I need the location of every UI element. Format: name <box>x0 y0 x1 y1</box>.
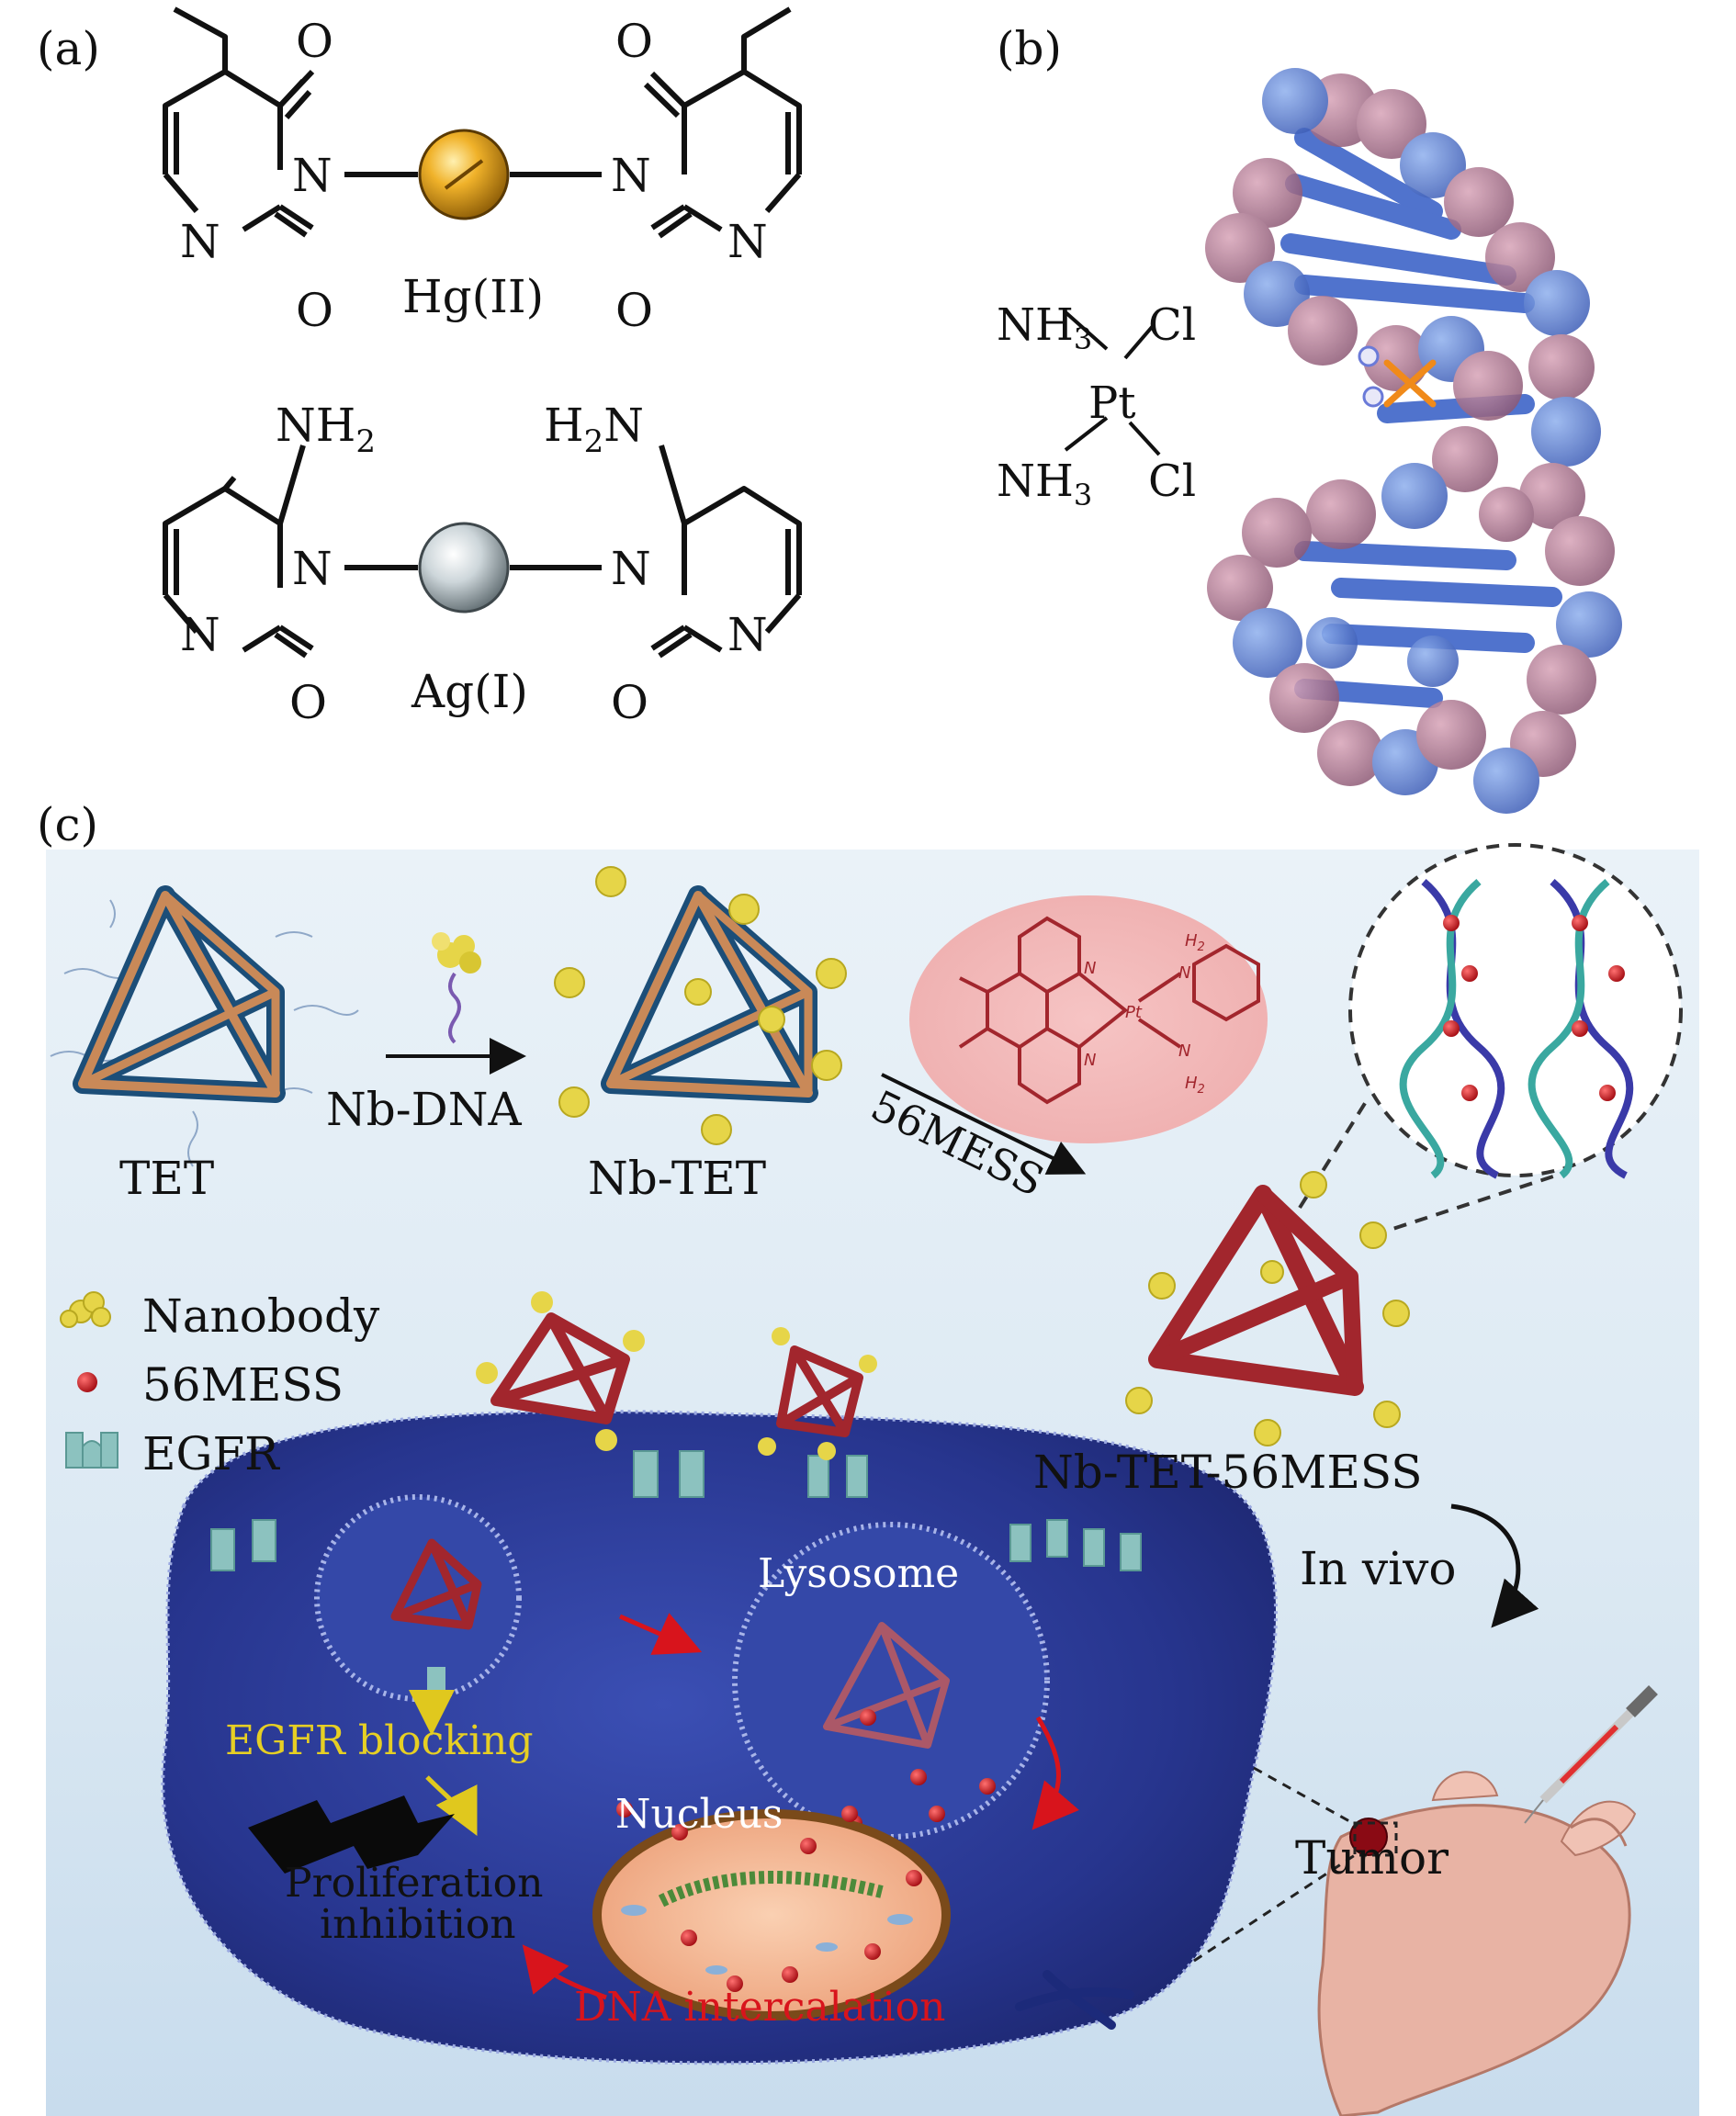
ag-metal-label: Ag(I) <box>411 665 528 718</box>
cisplatin-nh3-top: NH3 <box>997 299 1092 356</box>
cisplatin-nh3-bottom: NH3 <box>997 456 1092 512</box>
cisplatin-structure: NH3 NH3 Cl Cl Pt <box>997 299 1196 512</box>
ag-metal-sphere <box>418 522 510 613</box>
mess-n-3: N <box>1178 963 1190 983</box>
dna-inset-helices <box>1399 878 1634 1179</box>
hg-sphere-highlight <box>444 159 484 190</box>
panel-c-label: (c) <box>37 798 98 851</box>
mess-h2-top: H2 <box>1185 931 1205 954</box>
lysosome-to-nucleus-arrow <box>1031 1716 1080 1830</box>
proliferation-label-line1: Proliferation <box>285 1860 543 1907</box>
lightning-bolt-icon <box>248 1795 455 1874</box>
nb-dna-label: Nb-DNA <box>326 1083 522 1136</box>
lysosome-label: Lysosome <box>758 1550 959 1597</box>
surface-tetrahedron-2 <box>776 1345 863 1437</box>
legend <box>60 1291 118 1469</box>
hg-complex-structure <box>163 6 802 239</box>
lysosome-tetrahedron <box>823 1622 950 1749</box>
ag-n-right-mid: N <box>611 542 651 595</box>
ag-o-bottom-left: O <box>289 676 327 729</box>
hg-metal-label: Hg(II) <box>402 270 544 323</box>
panel-b-label: (b) <box>997 22 1062 75</box>
tumor-mark <box>1349 1818 1388 1856</box>
hg-o-bottom-right: O <box>615 284 653 337</box>
mess-n-2: N <box>1084 1051 1096 1070</box>
legend-mess-icon <box>77 1372 97 1392</box>
ag-o-bottom-right: O <box>611 676 648 729</box>
mess-n-4: N <box>1178 1041 1190 1061</box>
legend-nanobody-label: Nanobody <box>142 1289 380 1343</box>
nb-tet-56mess-tetrahedron <box>1125 1171 1410 1446</box>
in-vivo-arrow <box>1450 1503 1539 1628</box>
dna-inset-connector-2 <box>1372 1172 1562 1237</box>
tet-label: TET <box>119 1152 214 1205</box>
intercalation-to-proliferation-arrow <box>522 1944 607 2000</box>
nb-tet-label: Nb-TET <box>588 1152 766 1205</box>
mess-pt: Pt <box>1125 1003 1143 1022</box>
ag-complex-structure <box>163 445 802 658</box>
egfr-blocking-arrow-2 <box>425 1775 478 1836</box>
nucleus-dna-strand <box>658 1870 884 1908</box>
panel-a-label: (a) <box>37 22 100 75</box>
ag-n-right-bottom: N <box>727 608 768 661</box>
legend-egfr-label: EGFR <box>142 1427 280 1480</box>
cisplatin-cl-bottom: Cl <box>1148 456 1196 507</box>
legend-nanobody-icon <box>60 1291 111 1328</box>
cell-membrane <box>161 1409 1279 2065</box>
endosome-receptor <box>427 1667 445 1694</box>
nb-dna-icon <box>432 932 481 1044</box>
dna-intercalation-label: DNA intercalation <box>574 1984 945 2031</box>
ag-n-left-mid: N <box>292 542 333 595</box>
ag-nh2-left: NH2 <box>276 399 376 460</box>
hg-o-top-left: O <box>296 15 333 68</box>
egfr-blocking-label: EGFR blocking <box>225 1717 534 1764</box>
mess-arrow <box>881 1073 1087 1175</box>
endosome <box>314 1494 522 1702</box>
tumor-box <box>1353 1821 1398 1857</box>
mess-structure-background <box>909 895 1268 1143</box>
nucleus <box>592 1809 951 2020</box>
legend-egfr-icon <box>65 1432 118 1469</box>
ag-n-left-bottom: N <box>180 608 220 661</box>
tumor-label: Tumor <box>1295 1831 1449 1885</box>
hg-n-left-mid: N <box>292 149 333 202</box>
in-vivo-label: In vivo <box>1300 1542 1456 1595</box>
nucleus-mess-dots <box>616 1801 922 1992</box>
proliferation-label-line2: inhibition <box>320 1901 516 1948</box>
mouse-illustration <box>1317 1685 1658 2116</box>
dna-inset-circle <box>1348 843 1683 1177</box>
dna-inset-mess-dots <box>1443 915 1625 1101</box>
hg-o-top-right: O <box>615 15 653 68</box>
chromosome <box>1015 1970 1134 2030</box>
hg-n-right-bottom: N <box>727 215 768 268</box>
hg-o-bottom-left: O <box>296 284 333 337</box>
mess-h2-bottom: H2 <box>1185 1074 1205 1097</box>
endosome-tetrahedron <box>390 1538 482 1630</box>
cisplatin-cl-top: Cl <box>1148 299 1196 351</box>
mess-chemical-structure <box>958 916 1260 1105</box>
nucleus-spots <box>621 1905 913 1975</box>
endosome-to-lysosome-arrow <box>618 1613 703 1655</box>
ag-h2n-right: H2N <box>544 399 644 460</box>
dna-helix-illustration <box>1205 68 1622 814</box>
mess-n-1: N <box>1084 959 1096 978</box>
legend-mess-label: 56MESS <box>142 1358 344 1412</box>
tet-tetrahedron <box>50 885 359 1167</box>
egfr-receptors <box>210 1450 1142 1571</box>
hg-n-left-bottom: N <box>180 215 220 268</box>
nb-tet-56mess-label: Nb-TET-56MESS <box>1033 1446 1422 1499</box>
nb-tet-tetrahedron <box>554 866 847 1145</box>
cisplatin-pt: Pt <box>1088 377 1136 429</box>
hg-n-right-mid: N <box>611 149 651 202</box>
surface-nanobodies <box>476 1291 877 1460</box>
nucleus-label: Nucleus <box>615 1791 783 1838</box>
tumor-connector-1 <box>1253 1766 1358 1828</box>
surface-tetrahedron-1 <box>490 1312 630 1424</box>
